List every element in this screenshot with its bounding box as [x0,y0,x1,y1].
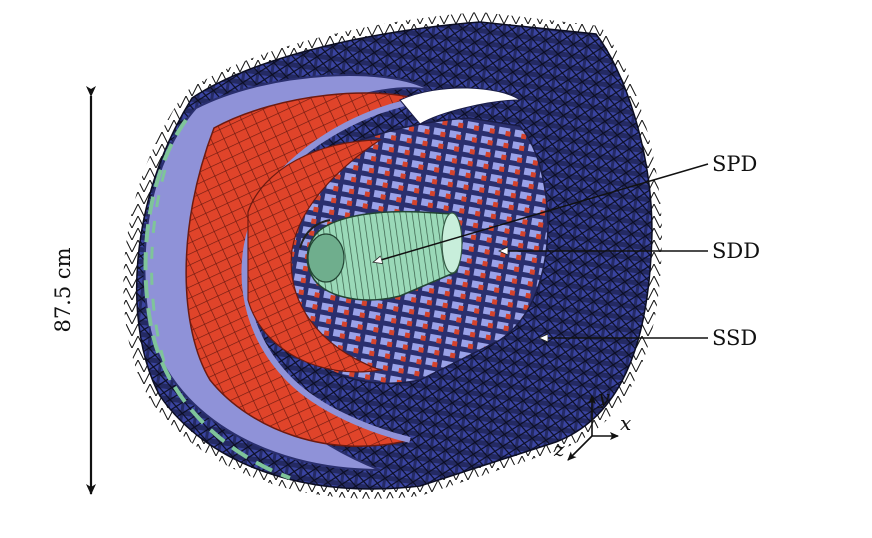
ssd-inner-face [143,74,431,480]
sdd-label: SDD [712,239,760,263]
coordinate-axes: y x z [553,385,631,461]
spd-label: SPD [712,152,757,176]
ssd-label: SSD [712,326,757,350]
barrel-opening [399,87,522,125]
dimension-indicator: 87.5 cm [51,86,96,495]
y-axis-label: y [597,385,610,409]
dimension-label: 87.5 cm [51,247,75,332]
spd-pointer [374,163,709,262]
label-pointers [374,163,709,338]
x-axis-label: x [620,411,631,435]
z-axis-label: z [553,437,565,461]
spd-cylinder [299,210,463,301]
